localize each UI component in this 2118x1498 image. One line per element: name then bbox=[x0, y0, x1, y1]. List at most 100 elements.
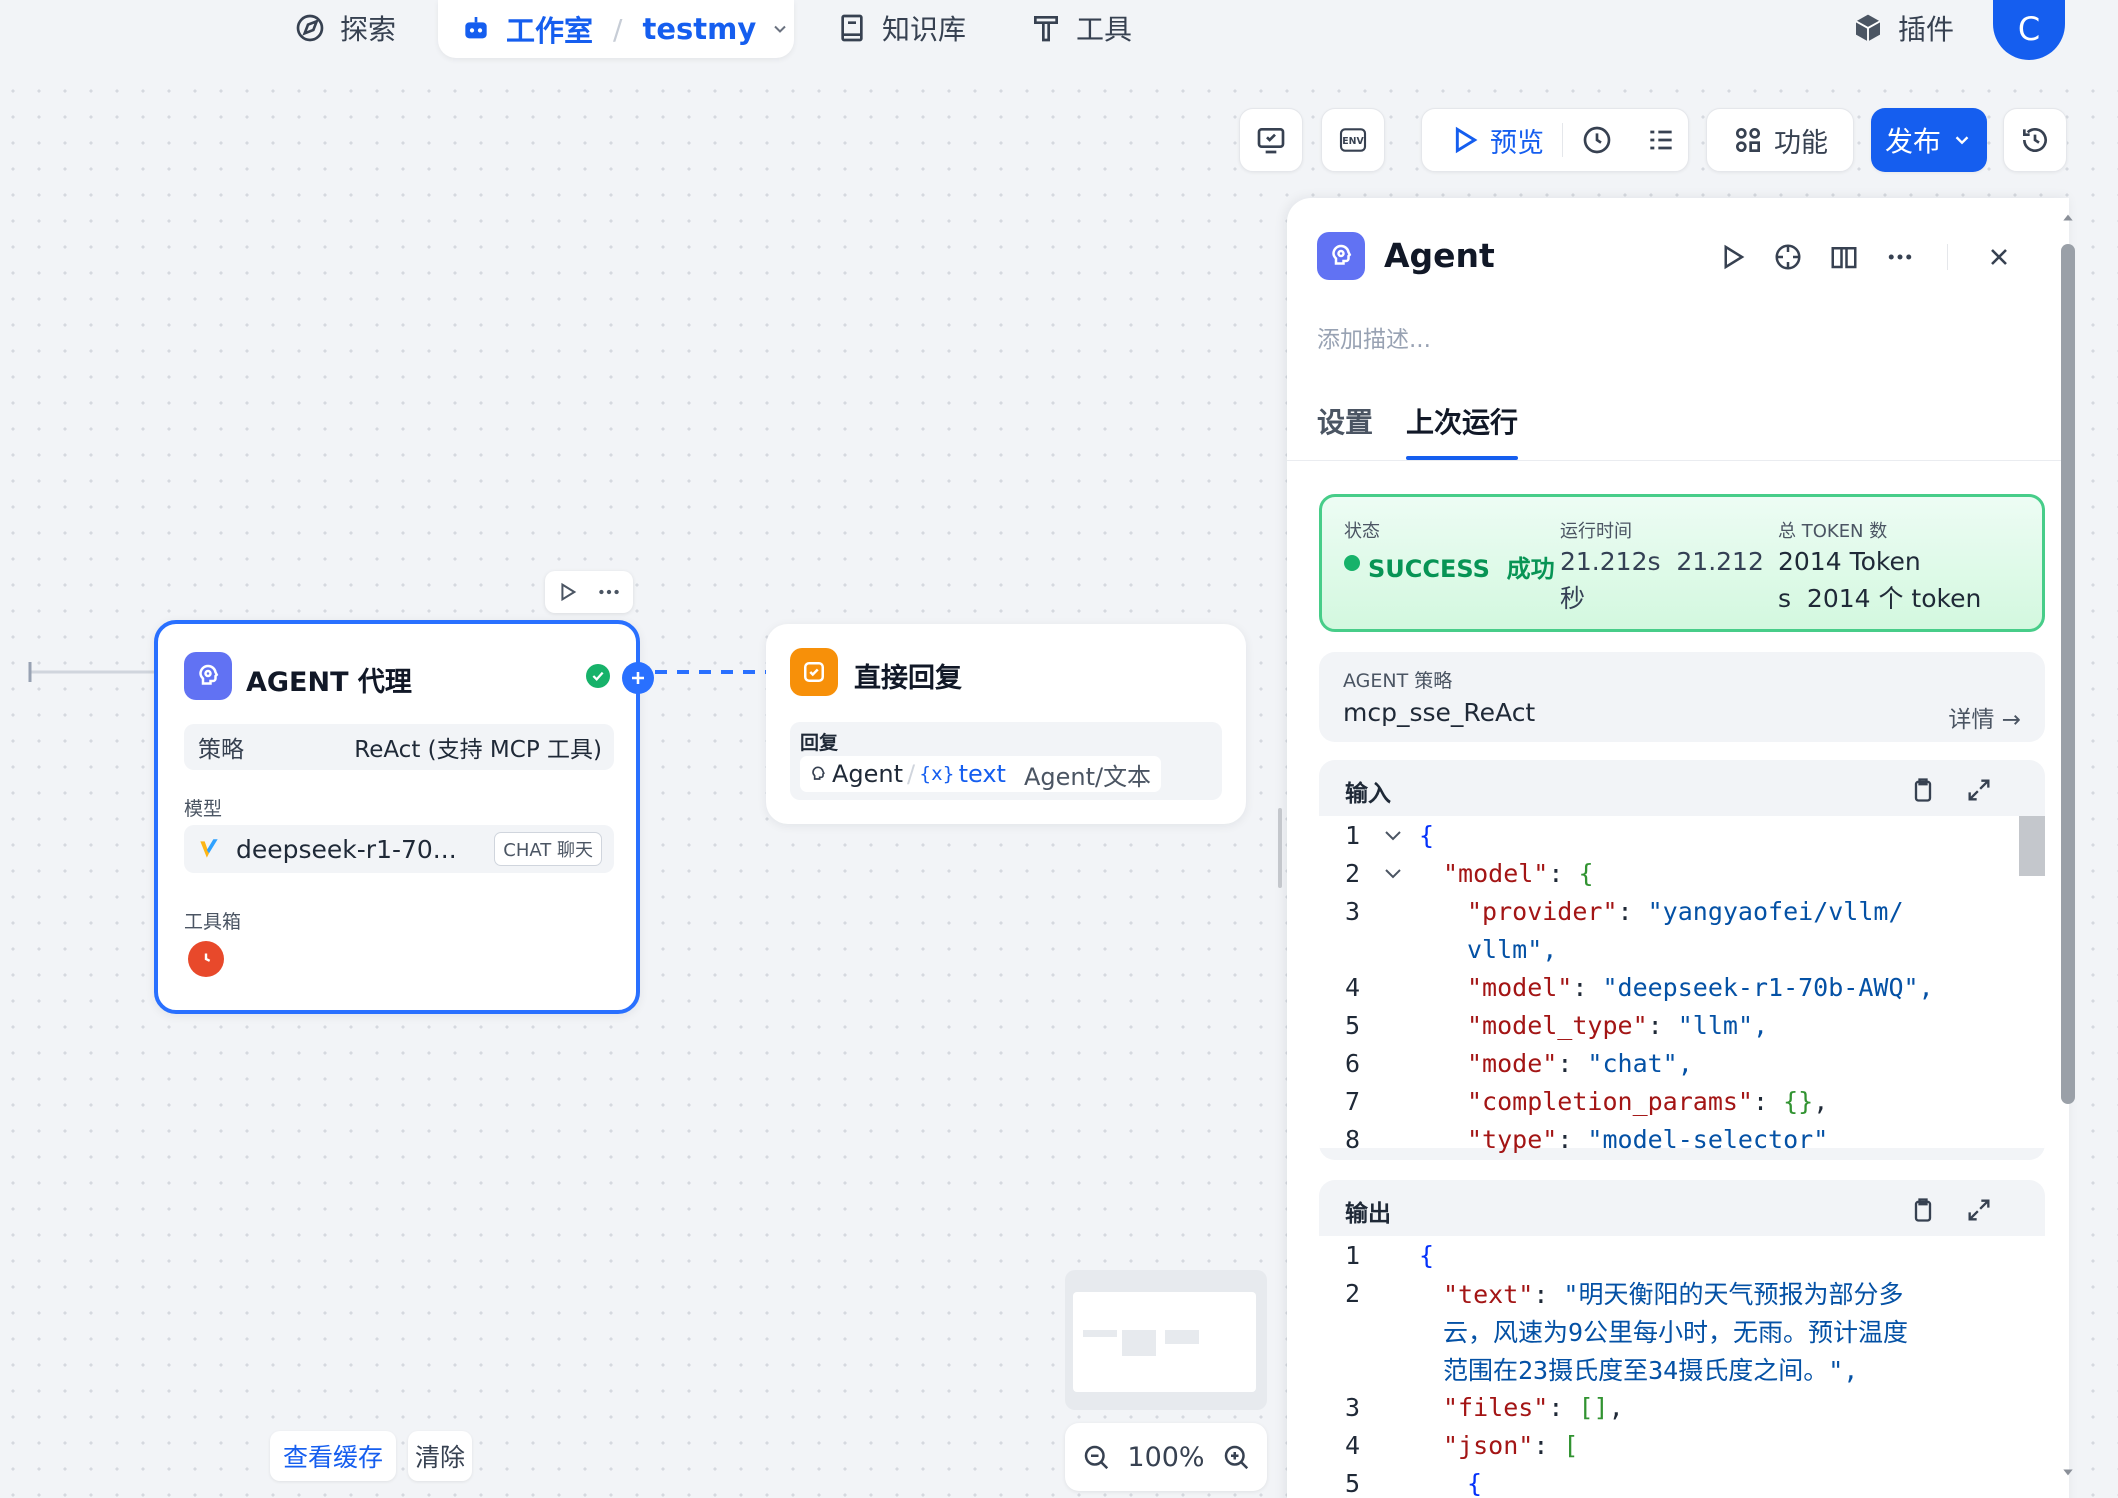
add-next-node-handle[interactable] bbox=[622, 662, 654, 694]
nav-studio-label: 工作室 bbox=[506, 14, 594, 48]
copy-icon[interactable] bbox=[1909, 1196, 1937, 1224]
node-toolbar bbox=[545, 571, 633, 613]
app-name[interactable]: testmy bbox=[642, 12, 757, 46]
nav-knowledge[interactable]: 知识库 bbox=[836, 6, 966, 50]
nav-plugins[interactable]: 插件 bbox=[1852, 6, 1954, 50]
variable-separator: / bbox=[907, 760, 916, 788]
run-icon[interactable] bbox=[1717, 242, 1747, 272]
more-icon[interactable] bbox=[1885, 242, 1915, 272]
panel-scrollbar-track[interactable] bbox=[2058, 210, 2078, 1490]
strategy-details-link[interactable]: 详情 → bbox=[1948, 707, 2021, 733]
nav-studio[interactable]: 工作室 / testmy bbox=[438, 0, 794, 58]
nav-tools[interactable]: 工具 bbox=[1030, 6, 1132, 50]
tab-last-run[interactable]: 上次运行 bbox=[1406, 406, 1519, 439]
input-card: 输入 1{2"model": {3"provider": "yangyaofei… bbox=[1319, 760, 2045, 1160]
direct-reply-node[interactable]: 直接回复 回复 Agent / {x} text Agent/文本 bbox=[766, 624, 1246, 824]
scroll-down-icon[interactable] bbox=[2058, 1466, 2078, 1480]
history-icon bbox=[2023, 128, 2047, 152]
code-text: { bbox=[1419, 820, 1435, 850]
model-field[interactable]: deepseek-r1-70... CHAT 聊天 bbox=[184, 825, 614, 873]
fold-chevron-icon[interactable] bbox=[1381, 861, 1405, 885]
version-history-button[interactable] bbox=[2003, 108, 2067, 172]
editor-scrollbar[interactable] bbox=[2019, 816, 2045, 876]
crosshair-icon[interactable] bbox=[1773, 242, 1803, 272]
code-line: 3"files": [], bbox=[1319, 1388, 2019, 1426]
checklist-icon[interactable] bbox=[1645, 124, 1677, 156]
line-number: 4 bbox=[1345, 1430, 1361, 1460]
book-open-icon[interactable] bbox=[1829, 242, 1859, 272]
checklist-button[interactable] bbox=[1239, 108, 1303, 172]
scroll-up-icon[interactable] bbox=[2058, 210, 2078, 224]
panel-resize-handle[interactable] bbox=[1278, 808, 1282, 888]
header-divider bbox=[1947, 244, 1948, 270]
code-text: "provider": "yangyaofei/vllm/ bbox=[1467, 896, 1904, 926]
close-icon[interactable] bbox=[1985, 243, 2013, 271]
code-text: "text": "明天衡阳的天气预报为部分多 bbox=[1443, 1280, 1904, 1309]
env-button[interactable]: ENV bbox=[1321, 108, 1385, 172]
plus-icon bbox=[632, 672, 644, 684]
nav-explore[interactable]: 探索 bbox=[294, 6, 396, 50]
reply-icon bbox=[804, 662, 824, 682]
publish-button[interactable]: 发布 bbox=[1871, 108, 1987, 172]
avatar[interactable]: C bbox=[1993, 0, 2065, 60]
zoom-in-icon[interactable] bbox=[1221, 1442, 1251, 1472]
expand-icon[interactable] bbox=[1965, 776, 1993, 804]
variable-name: text bbox=[958, 760, 1006, 788]
line-number: 1 bbox=[1345, 1240, 1361, 1270]
output-title: 输出 bbox=[1345, 1201, 1391, 1227]
clear-button[interactable]: 清除 bbox=[408, 1431, 472, 1481]
fold-chevron-icon[interactable] bbox=[1381, 823, 1405, 847]
reply-label: 回复 bbox=[800, 732, 839, 754]
variable-tag: Agent / {x} text Agent/文本 bbox=[800, 756, 1162, 792]
preview-button[interactable]: 预览 bbox=[1490, 127, 1544, 159]
code-line: 云，风速为9公里每小时，无雨。预计温度 bbox=[1319, 1312, 2019, 1350]
panel-scrollbar-thumb[interactable] bbox=[2061, 244, 2075, 1104]
zoom-level[interactable]: 100% bbox=[1127, 1441, 1205, 1473]
run-node-icon[interactable] bbox=[556, 581, 578, 603]
zoom-out-icon[interactable] bbox=[1081, 1442, 1111, 1472]
strategy-field[interactable]: 策略 ReAct (支持 MCP 工具) bbox=[184, 724, 614, 770]
agent-node[interactable]: AGENT 代理 策略 ReAct (支持 MCP 工具) 模型 deepsee… bbox=[154, 620, 654, 1014]
chevron-down-icon[interactable] bbox=[770, 19, 790, 39]
features-button[interactable]: 功能 bbox=[1706, 108, 1854, 172]
more-icon[interactable] bbox=[596, 579, 622, 605]
line-number: 4 bbox=[1345, 972, 1361, 1002]
tab-settings[interactable]: 设置 bbox=[1317, 406, 1374, 439]
code-line: 5{ bbox=[1319, 1464, 2019, 1498]
svg-text:ENV: ENV bbox=[1342, 136, 1364, 147]
code-line: 2 "text": "明天衡阳的天气预报为部分多 bbox=[1319, 1274, 2019, 1312]
code-line: 5 "model_type": "llm", bbox=[1319, 1006, 2019, 1044]
expand-icon[interactable] bbox=[1965, 1196, 1993, 1224]
output-code-editor[interactable]: 1 {2 "text": "明天衡阳的天气预报为部分多云，风速为9公里每小时，无雨。… bbox=[1319, 1236, 2045, 1498]
minimap[interactable] bbox=[1065, 1270, 1267, 1410]
agent-strategy-card: AGENT 策略 mcp_sse_ReAct 详情 → bbox=[1319, 652, 2045, 742]
reply-node-icon bbox=[790, 648, 838, 696]
line-number: 5 bbox=[1345, 1010, 1361, 1040]
active-tab-indicator bbox=[1406, 456, 1518, 460]
reply-field[interactable]: 回复 Agent / {x} text Agent/文本 bbox=[790, 722, 1222, 800]
line-number: 5 bbox=[1345, 1468, 1361, 1498]
code-text: "json": [ bbox=[1443, 1430, 1579, 1460]
model-mode-badge: CHAT 聊天 bbox=[494, 832, 602, 866]
features-label: 功能 bbox=[1774, 127, 1828, 159]
code-text: "model": "deepseek-r1-70b-AWQ", bbox=[1467, 972, 1934, 1002]
panel-title[interactable]: Agent bbox=[1384, 236, 1495, 275]
breadcrumb-separator: / bbox=[613, 12, 623, 46]
view-cache-button[interactable]: 查看缓存 bbox=[270, 1431, 396, 1481]
code-text: "model_type": "llm", bbox=[1467, 1010, 1769, 1040]
line-number: 2 bbox=[1345, 1278, 1361, 1308]
clock-tool-icon[interactable] bbox=[188, 941, 224, 977]
toolbox-label: 工具箱 bbox=[184, 911, 242, 933]
code-text: "completion_params": {}, bbox=[1467, 1086, 1829, 1116]
code-text: { bbox=[1419, 1240, 1435, 1270]
run-history-icon[interactable] bbox=[1581, 124, 1613, 156]
minimap-node bbox=[1122, 1330, 1156, 1356]
play-icon[interactable] bbox=[1448, 124, 1480, 156]
minimap-viewport bbox=[1073, 1292, 1256, 1392]
code-text: { bbox=[1467, 1468, 1483, 1498]
panel-agent-icon bbox=[1317, 232, 1365, 280]
copy-icon[interactable] bbox=[1909, 776, 1937, 804]
description-input[interactable]: 添加描述... bbox=[1317, 327, 1431, 353]
input-code-editor[interactable]: 1{2"model": {3"provider": "yangyaofei/vl… bbox=[1319, 816, 2045, 1154]
zoom-controls: 100% bbox=[1065, 1423, 1267, 1491]
